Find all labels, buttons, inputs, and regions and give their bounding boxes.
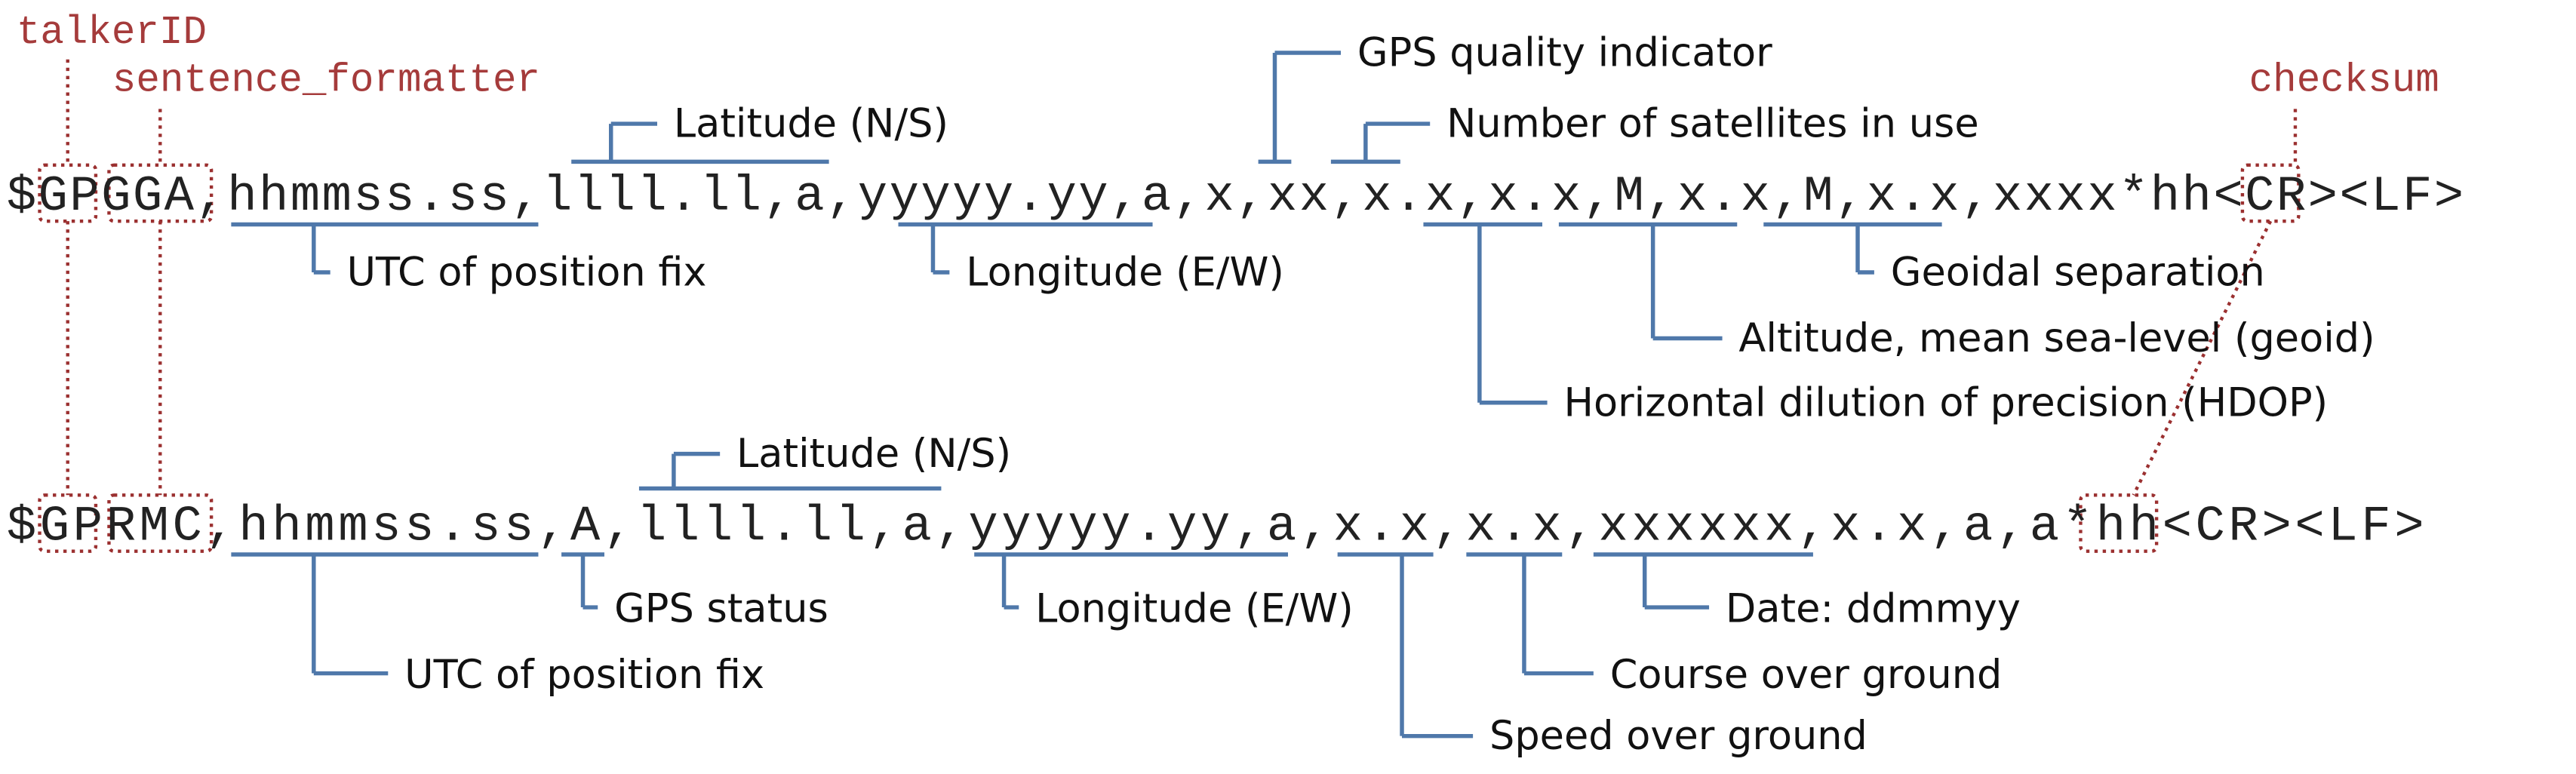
rmc-latitude-label: Latitude (N/S) (736, 431, 1011, 477)
checksum-markers (2079, 109, 2301, 553)
gga-geoidal-label: Geoidal separation (1891, 249, 2265, 295)
rmc-course-label: Course over ground (1610, 652, 2003, 698)
rmc-longitude-label: Longitude (E/W) (1035, 586, 1354, 632)
gga-longitude-label: Longitude (E/W) (966, 249, 1284, 295)
rmc-sentence: $GPRMC,hhmmss.ss,A,llll.ll,a,yyyyy.yy,a,… (7, 498, 2424, 554)
gga-altitude-label: Altitude, mean sea-level (geoid) (1738, 315, 2375, 361)
talker-id-markers (38, 59, 98, 553)
rmc-brackets (231, 451, 1813, 739)
rmc-speed-label: Speed over ground (1489, 713, 1867, 759)
gga-utc-label: UTC of position fix (347, 249, 707, 295)
checksum-label: checksum (2249, 57, 2439, 103)
rmc-gps-status-label: GPS status (614, 586, 828, 632)
gga-hdop-label: Horizontal dilution of precision (HDOP) (1563, 379, 2328, 425)
gga-gps-quality-label: GPS quality indicator (1357, 30, 1772, 76)
sentence-formatter-markers (107, 109, 214, 553)
sentence-formatter-label: sentence_formatter (112, 57, 540, 103)
gga-satellites-label: Number of satellites in use (1446, 101, 1979, 147)
gga-brackets (231, 51, 1942, 405)
rmc-date-label: Date: ddmmyy (1726, 586, 2021, 632)
gga-latitude-label: Latitude (N/S) (674, 101, 948, 147)
talker-id-label: talkerID (17, 10, 207, 55)
gga-sentence: $GPGGA,hhmmss.ss,llll.ll,a,yyyyy.yy,a,x,… (7, 168, 2464, 225)
rmc-utc-label: UTC of position fix (404, 652, 764, 698)
